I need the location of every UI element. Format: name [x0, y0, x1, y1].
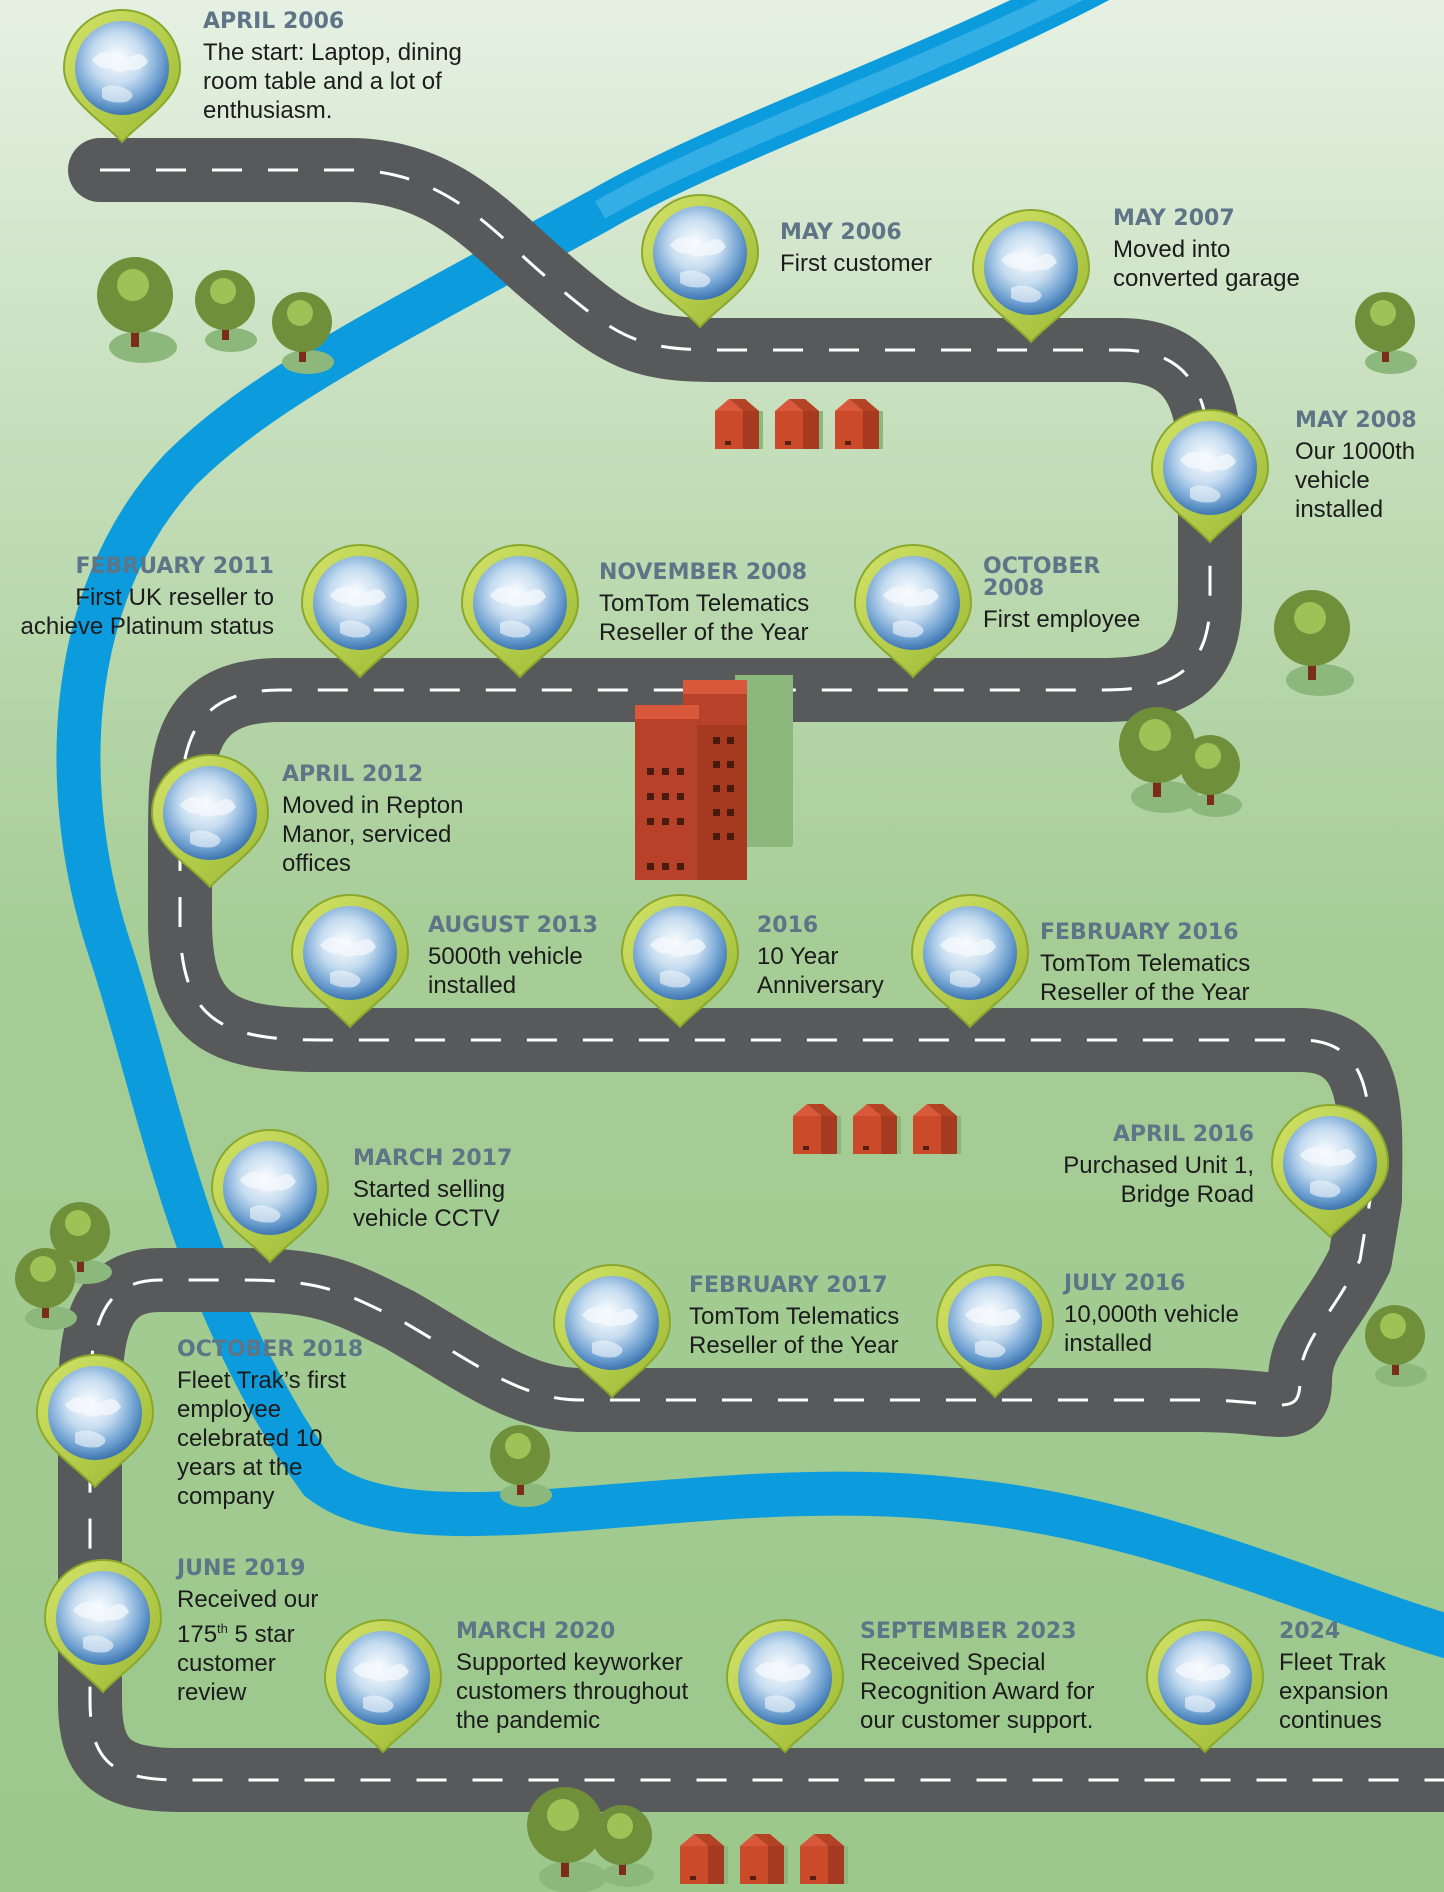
milestone-date: MAY 2006	[780, 220, 902, 245]
milestone-date: NOVEMBER 2008	[599, 560, 808, 585]
milestone-date: FEBRUARY 2017	[689, 1273, 888, 1298]
milestone-date: APRIL 2012	[282, 762, 424, 787]
milestone-description: Fleet Trak’s first employee celebrated 1…	[177, 1367, 346, 1510]
milestone-date: MARCH 2020	[456, 1619, 616, 1644]
milestone-date: JULY 2016	[1064, 1271, 1186, 1296]
milestone-label: SEPTEMBER 2023 Received Special Recognit…	[860, 1621, 1130, 1735]
milestone-label: MAY 2008 Our 1000th vehicle installed	[1295, 410, 1435, 524]
road	[58, 138, 1444, 1812]
milestone-label: FEBRUARY 2011 First UK reseller to achie…	[4, 556, 274, 641]
milestone-description: 5000th vehicle installed	[428, 943, 583, 999]
milestone-description: Fleet Trak expansion continues	[1279, 1649, 1389, 1734]
milestone-date: SEPTEMBER 2023	[860, 1619, 1077, 1644]
milestone-description: Received our 175th 5 star customer revie…	[177, 1586, 319, 1706]
milestone-description: Received Special Recognition Award for o…	[860, 1649, 1095, 1734]
milestone-label: FEBRUARY 2016 TomTom Telematics Reseller…	[1040, 922, 1280, 1007]
milestone-label: JUNE 2019 Received our 175th 5 star cust…	[177, 1558, 337, 1707]
milestone-description: Our 1000th vehicle installed	[1295, 438, 1416, 523]
milestone-description: TomTom Telematics Reseller of the Year	[689, 1303, 900, 1359]
milestone-description: The start: Laptop, dining room table and…	[203, 39, 462, 124]
milestone-date: MAY 2007	[1113, 206, 1235, 231]
milestone-description: 10 Year Anniversary	[757, 943, 884, 999]
milestone-label: JULY 2016 10,000th vehicle installed	[1064, 1273, 1264, 1358]
milestone-description: TomTom Telematics Reseller of the Year	[1040, 950, 1251, 1006]
milestone-date: OCTOBER 2008	[983, 554, 1101, 601]
milestone-label: OCTOBER 2008 First employee	[983, 556, 1163, 634]
milestone-description: Purchased Unit 1, Bridge Road	[1063, 1152, 1254, 1208]
milestone-description: Moved into converted garage	[1113, 236, 1300, 292]
milestone-description: Moved in Repton Manor, serviced offices	[282, 792, 464, 877]
office-building	[635, 675, 793, 880]
milestone-date: FEBRUARY 2011	[75, 554, 274, 579]
milestone-description: First customer	[780, 250, 933, 277]
milestone-date: OCTOBER 2018	[177, 1337, 364, 1362]
milestone-description: First UK reseller to achieve Platinum st…	[20, 584, 274, 640]
milestone-label: APRIL 2012 Moved in Repton Manor, servic…	[282, 764, 482, 878]
milestone-description: 10,000th vehicle installed	[1064, 1301, 1239, 1357]
milestone-label: APRIL 2016 Purchased Unit 1, Bridge Road	[1000, 1124, 1254, 1209]
milestone-description: First employee	[983, 606, 1141, 633]
milestone-label: APRIL 2006 The start: Laptop, dining roo…	[203, 11, 463, 125]
milestone-date: MARCH 2017	[353, 1146, 513, 1171]
milestone-date: 2024	[1279, 1619, 1341, 1644]
milestone-label: NOVEMBER 2008 TomTom Telematics Reseller…	[599, 562, 839, 647]
river	[56, 0, 1444, 1659]
milestone-date: APRIL 2006	[203, 9, 345, 34]
milestone-label: AUGUST 2013 5000th vehicle installed	[428, 915, 608, 1000]
milestone-date: JUNE 2019	[177, 1556, 306, 1581]
milestone-label: MARCH 2020 Supported keyworker customers…	[456, 1621, 726, 1735]
milestone-label: MAY 2007 Moved into converted garage	[1113, 208, 1333, 293]
milestone-description: Supported keyworker customers throughout…	[456, 1649, 689, 1734]
milestone-date: APRIL 2016	[1112, 1122, 1254, 1147]
milestone-label: FEBRUARY 2017 TomTom Telematics Reseller…	[689, 1275, 929, 1360]
milestone-date: AUGUST 2013	[428, 913, 598, 938]
milestone-label: MAY 2006 First customer	[780, 222, 1000, 278]
milestone-label: MARCH 2017 Started selling vehicle CCTV	[353, 1148, 553, 1233]
milestone-label: 2024 Fleet Trak expansion continues	[1279, 1621, 1439, 1735]
milestone-label: OCTOBER 2018 Fleet Trak’s first employee…	[177, 1339, 377, 1511]
milestone-description: TomTom Telematics Reseller of the Year	[599, 590, 810, 646]
milestone-label: 2016 10 Year Anniversary	[757, 915, 917, 1000]
milestone-date: MAY 2008	[1295, 408, 1417, 433]
milestone-date: FEBRUARY 2016	[1040, 920, 1239, 945]
milestone-date: 2016	[757, 913, 819, 938]
milestone-description: Started selling vehicle CCTV	[353, 1176, 506, 1232]
